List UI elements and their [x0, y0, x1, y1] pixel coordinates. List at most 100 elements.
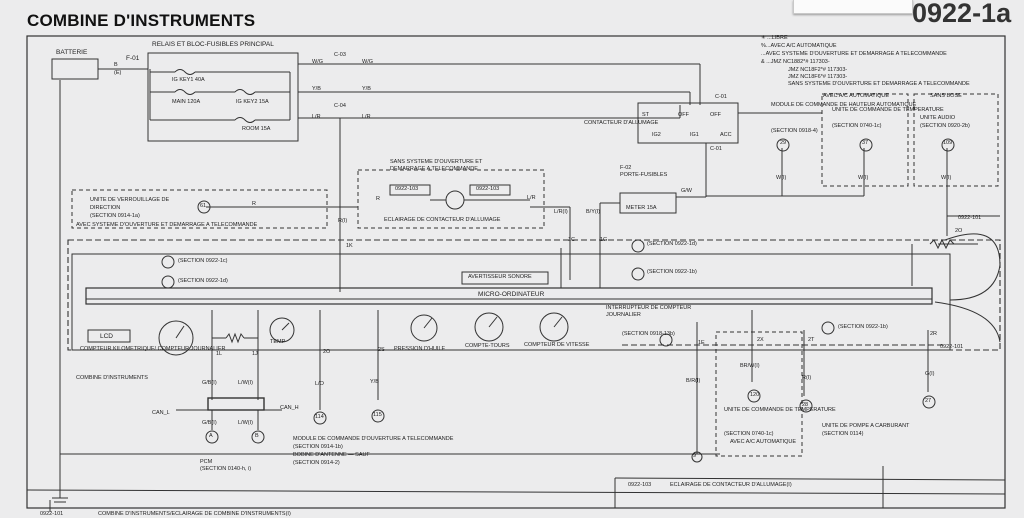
label-0922-101-a: 0922-101: [958, 215, 982, 221]
label-gw: G/W: [681, 188, 692, 194]
label-gi: G(I): [925, 371, 935, 377]
label-module-cmd: MODULE DE COMMANDE D'OUVERTURE A TELECOM…: [293, 436, 454, 442]
label-0922-101-b: 0922-101: [940, 344, 964, 350]
label-e: (E): [114, 70, 122, 76]
label-unit-audio: UNITE AUDIO: [920, 115, 956, 121]
label-byi: B/Y(I): [586, 209, 601, 215]
label-off-2: OFF: [710, 112, 721, 118]
label-lcd: LCD: [100, 333, 114, 340]
connector-115: 115: [373, 412, 382, 418]
label-igkey2: IG KEY2 15A: [236, 99, 269, 105]
connector-120: 120: [750, 392, 760, 398]
footer-code-101: 0922-101: [40, 511, 64, 517]
footer-code-103: 0922-103: [628, 482, 652, 488]
footer-eclairage: ECLAIRAGE DE CONTACTEUR D'ALLUMAGE(I): [670, 482, 792, 488]
label-can-l: CAN_L: [152, 410, 170, 416]
label-yb-3: Y/B: [370, 379, 379, 385]
connector-114: 114: [315, 414, 324, 420]
label-wi-1: W(I): [776, 175, 787, 181]
pin-2x: 2X: [757, 337, 764, 343]
label-gbi-1: G/B(I): [202, 380, 217, 386]
label-demarrage: DEMARRAGE A TELECOMMANDE: [390, 166, 478, 172]
label-0922-103-b: 0922-103: [476, 186, 500, 192]
label-avec-ac-auto: AVEC A/C AUTOMATIQUE: [730, 439, 797, 445]
pin-2r: 2R: [930, 331, 938, 337]
pin-2o: 2O: [955, 228, 963, 234]
label-ri: R(I): [338, 218, 348, 224]
label-igkey1: IG KEY1 40A: [172, 77, 205, 83]
label-room: ROOM 15A: [242, 126, 271, 132]
pin-2s: 2S: [378, 347, 385, 353]
label-avec-ac: AVEC A/C AUTOMATIQUE: [823, 93, 890, 99]
note-ac: %...AVEC A/C AUTOMATIQUE: [761, 43, 837, 49]
label-lr-1: L/R: [312, 114, 321, 120]
label-pression: PRESSION D'HUILE: [394, 346, 446, 352]
label-section-0920: (SECTION 0920-2b): [920, 123, 970, 129]
pin-2o-b: 2O: [323, 349, 331, 355]
label-c03: C-03: [334, 52, 346, 58]
label-c01-top: C-01: [715, 94, 727, 100]
label-main: MAIN 120A: [172, 99, 201, 105]
label-compteur-vitesse: COMPTEUR DE VITESSE: [524, 342, 590, 348]
window-tab[interactable]: [793, 0, 913, 14]
label-ig1: IG1: [690, 132, 699, 138]
note-sans-bose: SANS SYSTEME D'OUVERTURE ET DEMARRAGE A …: [788, 81, 970, 87]
label-sans-systeme: SANS SYSTEME D'OUVERTURE ET: [390, 159, 483, 165]
label-off-1: OFF: [678, 112, 689, 118]
label-relay-box: RELAIS ET BLOC-FUSIBLES PRINCIPAL: [152, 41, 274, 48]
connector-29: 29: [780, 140, 787, 146]
footer-combine: COMBINE D'INSTRUMENTS/ECLAIRAGE DE COMBI…: [98, 511, 291, 517]
label-unite-temp-b: UNITE DE COMMANDE DE TEMPERATURE: [724, 407, 836, 413]
label-pompe: UNITE DE POMPE A CARBURANT: [822, 423, 910, 429]
note-jmz3: JMZ NC18F6*# 117303-: [788, 74, 848, 80]
label-section-0918: (SECTION 0918-4): [771, 128, 818, 134]
label-batterie: BATTERIE: [56, 49, 88, 56]
label-pcm: PCM: [200, 459, 213, 465]
label-section-0914-2: (SECTION 0914-2): [293, 460, 340, 466]
label-avec-systeme: AVEC SYSTEME D'OUVERTURE ET DEMARRAGE A …: [76, 222, 258, 228]
ref-section-0922-1d-b: (SECTION 0922-1d): [647, 241, 697, 247]
label-st: ST: [642, 112, 650, 118]
label-bri: B/R(I): [686, 378, 701, 384]
label-r-1: R: [376, 196, 380, 202]
label-avertisseur: AVERTISSEUR SONORE: [468, 274, 532, 280]
label-lo: L/O: [315, 381, 324, 387]
connector-9: 9: [693, 453, 697, 459]
connector-27: 27: [925, 398, 932, 404]
connector-61: 61: [200, 203, 207, 209]
label-acc: ACC: [720, 132, 732, 138]
label-journalier: JOURNALIER: [606, 312, 641, 318]
label-lri: L/R(I): [554, 209, 568, 215]
label-wg-2: W/G: [362, 59, 373, 65]
label-lwi-1: L/W(I): [238, 380, 253, 386]
page-title: COMBINE D'INSTRUMENTS: [27, 11, 256, 30]
label-wg-1: W/G: [312, 59, 323, 65]
label-section-0918-13b: (SECTION 0918-13b): [622, 331, 675, 337]
label-section-0740-b: (SECTION 0740-1c): [724, 431, 774, 437]
label-section-0914-1b: (SECTION 0914-1b): [293, 444, 343, 450]
label-meter15: METER 15A: [626, 205, 657, 211]
label-direction: DIRECTION: [90, 205, 121, 211]
label-temp: TEMP: [270, 339, 286, 345]
label-brw: BR/W(I): [740, 363, 760, 369]
label-interrupteur: INTERRUPTEUR DE COMPTEUR: [606, 305, 692, 311]
label-c04: C-04: [334, 103, 346, 109]
label-lr-3: L/R: [527, 195, 536, 201]
note-jmz2: JMZ NC18F2*# 117303-: [788, 67, 848, 73]
label-unite-verrou: UNITE DE VERROUILLAGE DE: [90, 197, 170, 203]
connector-109: 109: [943, 140, 953, 146]
ref-section-0922-1b-b: (SECTION 0922-1b): [838, 324, 888, 330]
label-contacteur: CONTACTEUR D'ALLUMAGE: [584, 120, 659, 126]
label-section-0140: (SECTION 0140-h, i): [200, 466, 252, 472]
label-lr-2: L/R: [362, 114, 371, 120]
label-c01-bottom: C-01: [710, 146, 722, 152]
label-wi-3: W(I): [941, 175, 952, 181]
ref-section-0922-1c: (SECTION 0922-1c): [178, 258, 228, 264]
connector-b: B: [255, 433, 259, 439]
note-libre: ✳ ...LIBRE: [761, 35, 788, 41]
label-wi-2: W(I): [858, 175, 869, 181]
connector-a: A: [209, 433, 213, 439]
label-f02: F-02: [620, 165, 632, 171]
